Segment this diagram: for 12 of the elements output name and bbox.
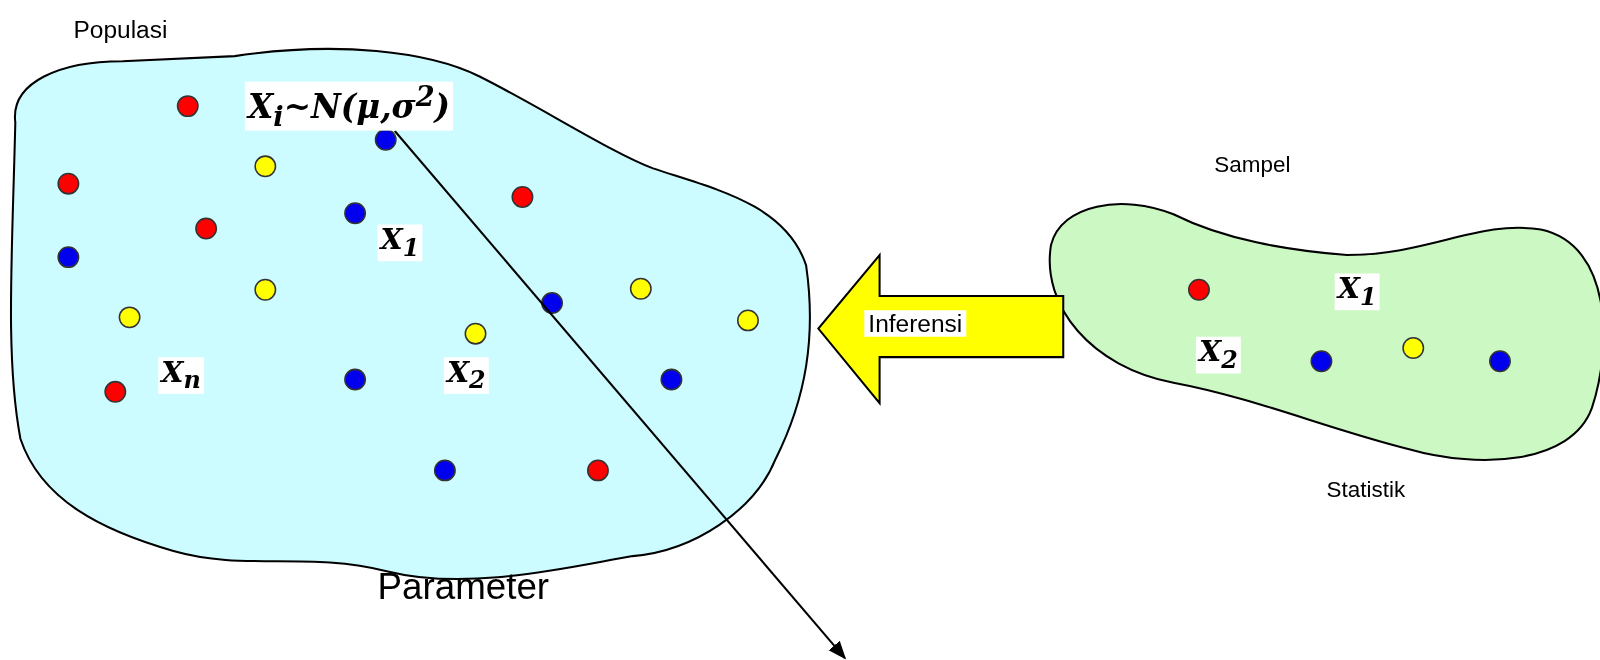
variable-label: X$_{2}$: [443, 357, 489, 395]
formula-text: X$_{i}$~N(μ,σ$^{2}$): [244, 81, 454, 131]
edge-label: Inferensi: [864, 310, 967, 338]
heading-text: Sampel: [1214, 153, 1291, 178]
caption-text: Parameter: [377, 566, 550, 607]
heading-text: Populasi: [73, 16, 168, 44]
arrow: [394, 130, 847, 660]
caption-text: Statistik: [1326, 477, 1406, 503]
variable-label: X$_{1}$: [1334, 273, 1380, 311]
variable-label: X$_{2}$: [1195, 336, 1241, 374]
variable-label: X$_{1}$: [377, 224, 423, 262]
variable-label: X$_{n}$: [158, 357, 204, 395]
